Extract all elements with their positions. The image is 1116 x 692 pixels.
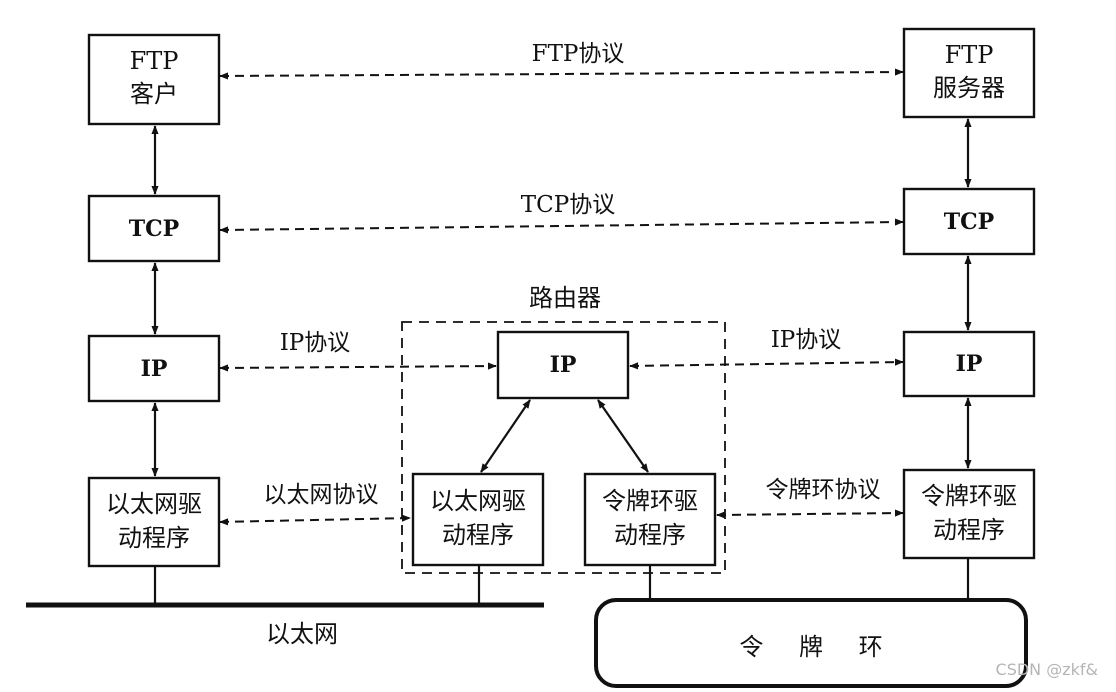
ip-left-label: IP (141, 356, 168, 382)
ftp-server-box (902, 27, 1036, 119)
router-label: 路由器 (529, 284, 601, 312)
router-ip-tr-link (597, 399, 649, 473)
tr-right-line1: 令牌环驱 (921, 482, 1017, 510)
tr-right-line2: 动程序 (933, 516, 1005, 544)
eth-router-line1: 以太网驱 (430, 487, 526, 515)
ip-right-label: IP (956, 351, 983, 377)
ethernet-protocol-label: 以太网协议 (264, 482, 379, 508)
tr-router-box (583, 472, 717, 567)
ftp-protocol-label: FTP协议 (532, 41, 625, 67)
tcp-left-box (87, 194, 221, 263)
ip-left-protocol-label: IP协议 (280, 330, 351, 356)
ip-left-box (87, 334, 221, 403)
token-ring-label: 令 牌 环 (739, 633, 896, 661)
eth-left-line2: 动程序 (118, 524, 190, 552)
ip-right-protocol-label: IP协议 (771, 327, 842, 353)
tr-right-box (902, 468, 1036, 560)
tr-router-line2: 动程序 (614, 521, 686, 549)
ip-router-box (496, 330, 630, 400)
ethernet-protocol-arrow (219, 514, 411, 526)
ftp-server-line1: FTP (945, 41, 994, 69)
ip-right-protocol-arrow (629, 358, 904, 370)
tcp-protocol-arrow (219, 218, 904, 234)
router-boundary (401, 321, 726, 574)
token-ring (594, 598, 1028, 688)
ftp-client-line2: 客户 (130, 80, 178, 108)
ip-right-box (902, 330, 1036, 398)
ftp-client-box (87, 33, 221, 126)
tcp-protocol-label: TCP协议 (521, 192, 615, 218)
tcp-left-label: TCP (129, 216, 179, 242)
tcp-right-box (902, 187, 1036, 256)
watermark: CSDN @zkf& (996, 660, 1098, 679)
token-ring-protocol-label: 令牌环协议 (766, 477, 881, 503)
ip-router-label: IP (550, 352, 577, 378)
ftp-client-line1: FTP (130, 47, 179, 75)
ethernet-label: 以太网 (266, 620, 338, 648)
tcp-right-label: TCP (944, 209, 994, 235)
tr-router-line1: 令牌环驱 (602, 487, 698, 515)
ftp-server-line2: 服务器 (933, 74, 1005, 102)
eth-left-line1: 以太网驱 (106, 490, 202, 518)
ip-left-protocol-arrow (219, 362, 497, 372)
ftp-protocol-arrow (219, 68, 904, 80)
eth-router-box (411, 472, 545, 567)
router-ip-eth-link (480, 399, 531, 473)
eth-router-line2: 动程序 (442, 521, 514, 549)
eth-left-box (87, 476, 221, 568)
token-ring-protocol-arrow (716, 509, 904, 519)
